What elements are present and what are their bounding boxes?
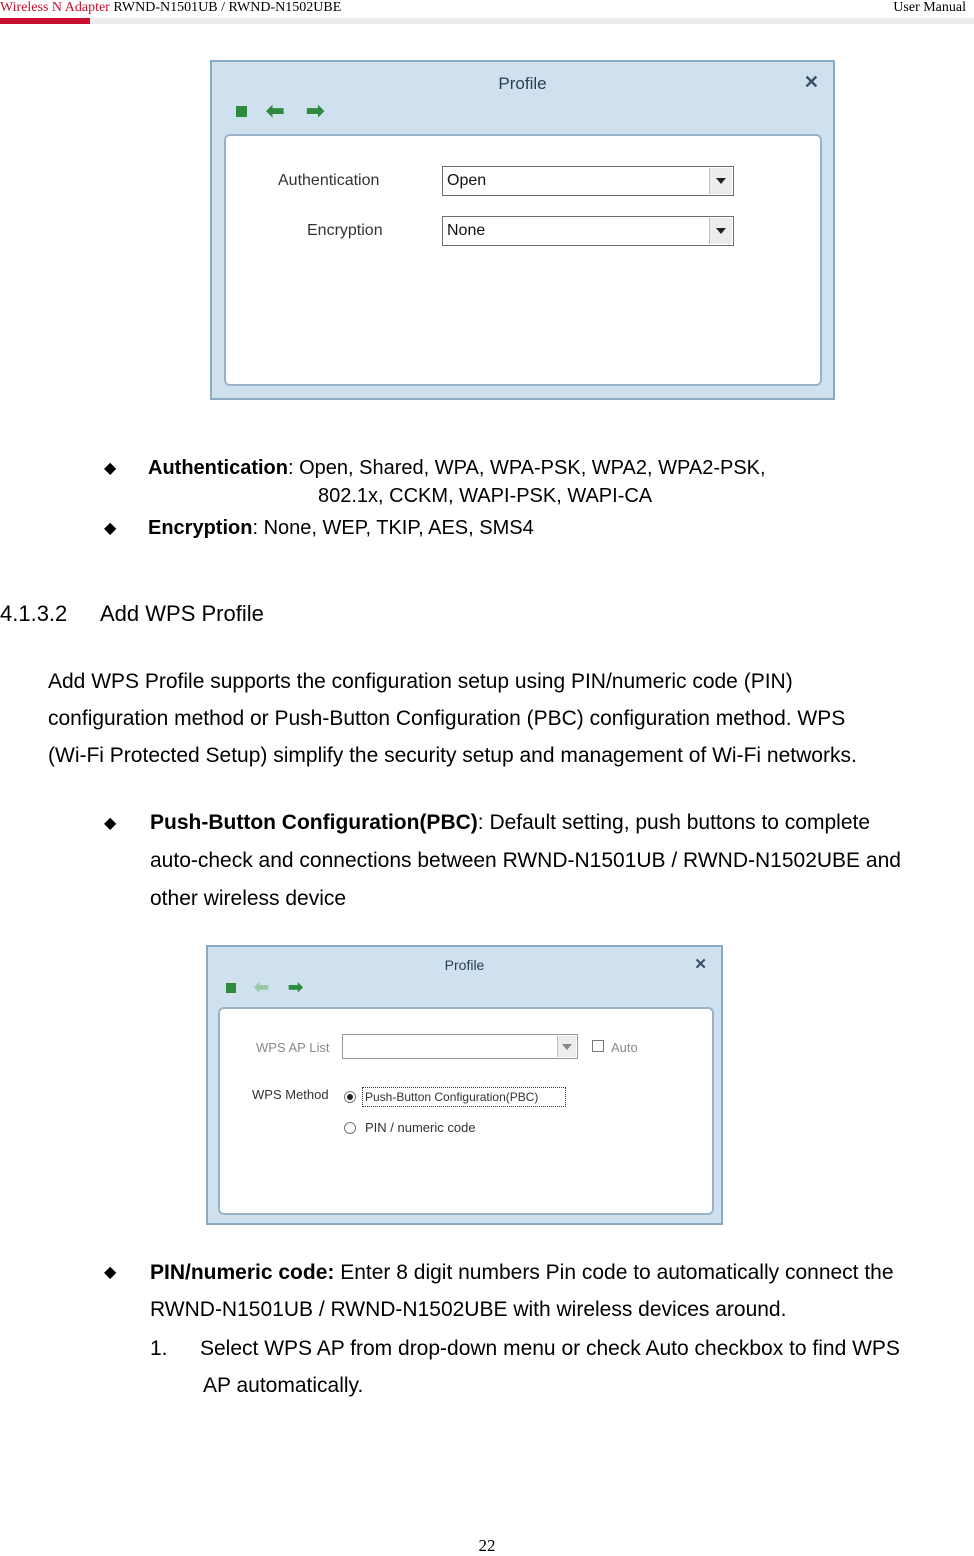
auto-label: Auto [611,1040,638,1055]
back-arrow-icon[interactable]: ⬅ [254,977,270,997]
encryption-bullet: Encryption: None, WEP, TKIP, AES, SMS4 [148,517,534,540]
bullet-desc: Enter 8 digit numbers Pin code to automa… [334,1261,894,1284]
section-paragraph-line: configuration method or Push-Button Conf… [48,707,846,730]
header-prefix: Wireless N Adapter [0,0,110,15]
authentication-select[interactable]: Open [442,166,734,196]
section-number: 4.1.3.2 [0,601,68,626]
section-paragraph-line: (Wi-Fi Protected Setup) simplify the sec… [48,744,857,767]
authentication-select-value: Open [447,172,487,189]
pbc-radio[interactable] [344,1091,356,1103]
bullet-diamond-icon: ◆ [104,815,117,832]
stop-icon[interactable] [236,106,247,117]
encryption-label: Encryption [307,222,383,239]
authentication-bullet-cont: 802.1x, CCKM, WAPI-PSK, WAPI-CA [318,485,653,507]
wps-ap-list-select[interactable] [342,1034,578,1059]
bullet-desc: : Open, Shared, WPA, WPA-PSK, WPA2, WPA2… [288,457,766,479]
encryption-select-value: None [447,222,486,239]
header-title: Wireless N Adapter RWND-N1501UB / RWND-N… [0,0,341,16]
encryption-select[interactable]: None [442,216,734,246]
header-rule [0,18,974,24]
bullet-desc: : None, WEP, TKIP, AES, SMS4 [252,517,534,539]
bullet-term: Push-Button Configuration(PBC) [150,811,478,834]
close-icon[interactable]: ✕ [803,72,819,92]
header-doc-type: User Manual [893,0,966,15]
back-arrow-icon[interactable]: ⬅ [266,98,285,123]
dropdown-arrow-icon[interactable] [709,168,732,194]
stop-icon[interactable] [226,983,236,993]
pbc-radio-focus [362,1087,566,1107]
pin-option-label[interactable]: PIN / numeric code [365,1120,476,1135]
pbc-bullet: Push-Button Configuration(PBC): Default … [150,804,870,841]
pbc-bullet-cont: auto-check and connections between RWND-… [150,849,901,872]
pbc-option-label[interactable]: Push-Button Configuration(PBC) [365,1090,539,1104]
pin-bullet-cont: RWND-N1501UB / RWND-N1502UBE with wirele… [150,1298,787,1321]
bullet-desc: : Default setting, push buttons to compl… [477,811,871,834]
forward-arrow-icon[interactable]: ➡ [306,98,325,123]
authentication-bullet: Authentication: Open, Shared, WPA, WPA-P… [148,457,766,480]
wps-ap-list-label: WPS AP List [256,1040,330,1055]
step-number: 1. [150,1337,168,1360]
authentication-label: Authentication [278,172,380,189]
step-text: Select WPS AP from drop-down menu or che… [200,1337,900,1360]
bullet-diamond-icon: ◆ [104,460,117,477]
profile-dialog-wps: Profile ✕ ⬅ ➡ WPS AP List Auto WPS Metho… [206,945,723,1225]
auto-checkbox[interactable] [592,1040,604,1052]
bullet-diamond-icon: ◆ [104,1264,117,1281]
profile-dialog-security: Profile ✕ ⬅ ➡ Authentication Open Encryp… [210,60,835,400]
step-text-cont: AP automatically. [203,1374,364,1397]
section-paragraph-line: Add WPS Profile supports the configurati… [48,670,793,693]
forward-arrow-icon[interactable]: ➡ [288,977,304,997]
header-model: RWND-N1501UB / RWND-N1502UBE [113,0,342,15]
bullet-term: Authentication [148,457,288,479]
bullet-term: PIN/numeric code: [150,1261,335,1284]
dropdown-arrow-icon[interactable] [557,1036,576,1057]
page-number: 22 [478,1536,496,1555]
bullet-diamond-icon: ◆ [104,520,117,537]
dropdown-arrow-icon[interactable] [709,218,732,244]
pin-bullet: PIN/numeric code: Enter 8 digit numbers … [150,1254,894,1291]
section-title: Add WPS Profile [100,601,264,626]
dialog-title: Profile [498,74,547,93]
close-icon[interactable]: ✕ [694,956,707,973]
wps-method-label: WPS Method [252,1087,329,1102]
pin-radio[interactable] [344,1122,356,1134]
bullet-term: Encryption [148,517,253,539]
pbc-bullet-cont: other wireless device [150,887,347,910]
header-rule-accent [0,18,90,24]
dialog-title: Profile [444,957,485,973]
